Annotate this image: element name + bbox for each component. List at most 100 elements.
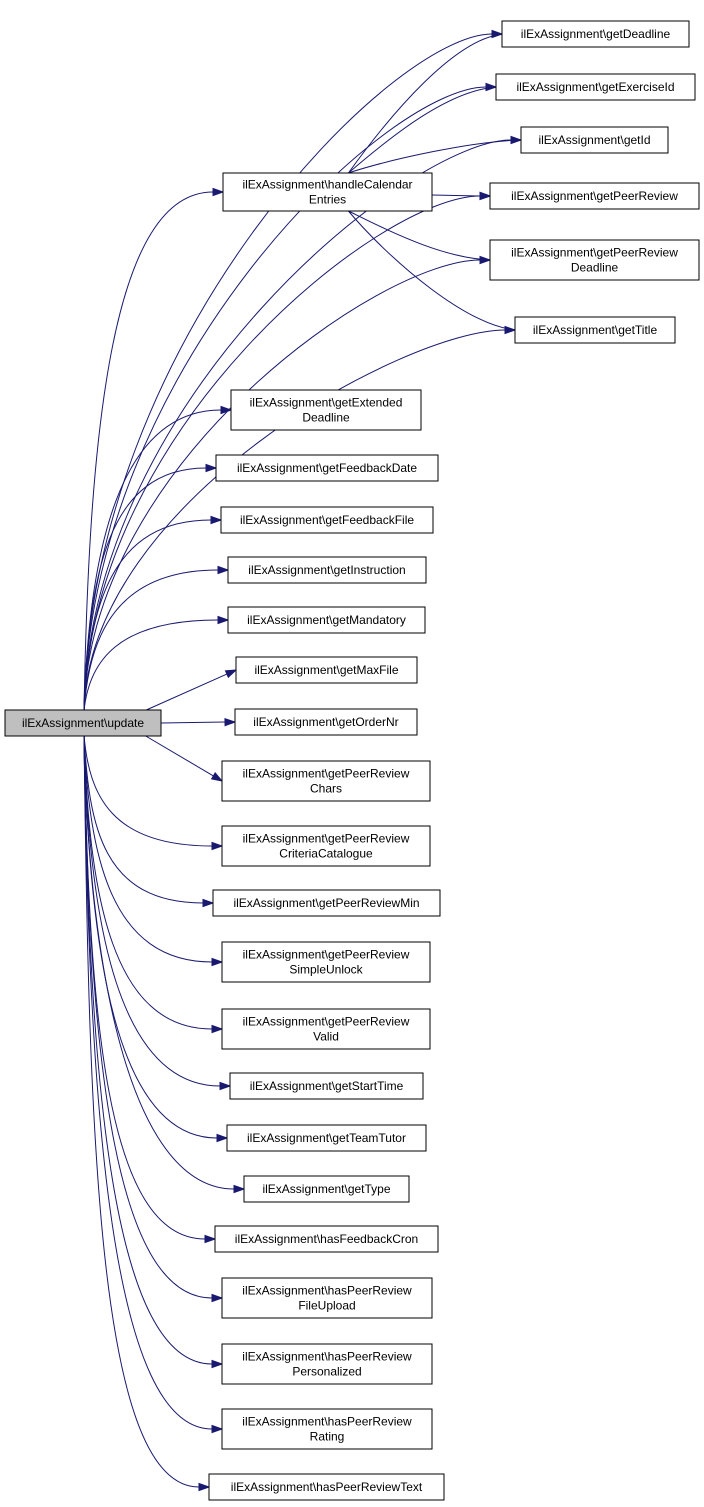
- edge-line: [83, 734, 213, 1299]
- node-get-max-file[interactable]: ilExAssignment\getMaxFile: [235, 656, 418, 684]
- node-box[interactable]: [229, 1072, 424, 1100]
- node-box[interactable]: [221, 1008, 431, 1050]
- node-get-start-time[interactable]: ilExAssignment\getStartTime: [229, 1072, 424, 1100]
- node-label: ilExAssignment\update: [22, 716, 144, 730]
- node-box[interactable]: [520, 126, 669, 154]
- node-box[interactable]: [221, 760, 431, 802]
- node-box[interactable]: [234, 708, 418, 736]
- node-has-feedback-cron[interactable]: ilExAssignment\hasFeedbackCron: [214, 1225, 439, 1253]
- node-label: Chars: [310, 782, 342, 796]
- node-box[interactable]: [221, 1343, 433, 1385]
- edge-arrowhead: [211, 1424, 224, 1434]
- node-box[interactable]: [221, 825, 431, 867]
- node-get-peer-review-criteria-catalogue[interactable]: ilExAssignment\getPeerReviewCriteriaCata…: [221, 825, 431, 867]
- node-box[interactable]: [212, 889, 441, 917]
- edge-update-to-has-feedback-cron: [83, 734, 217, 1244]
- node-box[interactable]: [215, 454, 439, 482]
- node-get-type[interactable]: ilExAssignment\getType: [243, 1175, 410, 1203]
- edge-line: [83, 734, 204, 904]
- edge-line: [83, 734, 213, 1030]
- node-label: ilExAssignment\getTitle: [533, 323, 658, 337]
- node-label: ilExAssignment\hasPeerReview: [242, 1284, 412, 1298]
- node-has-peer-review-text[interactable]: ilExAssignment\hasPeerReviewText: [208, 1473, 445, 1501]
- node-get-exercise-id[interactable]: ilExAssignment\getExerciseId: [495, 73, 696, 101]
- node-label: ilExAssignment\getMandatory: [247, 613, 406, 627]
- node-get-id[interactable]: ilExAssignment\getId: [520, 126, 669, 154]
- node-box[interactable]: [220, 506, 434, 534]
- node-label: ilExAssignment\getTeamTutor: [247, 1131, 406, 1145]
- node-box[interactable]: [222, 172, 433, 212]
- edge-line: [83, 467, 207, 712]
- edge-update-to-get-feedback-file: [83, 515, 223, 712]
- edge-arrowhead: [212, 187, 225, 197]
- node-box[interactable]: [230, 389, 422, 431]
- edge-line: [83, 619, 219, 712]
- node-get-deadline[interactable]: ilExAssignment\getDeadline: [501, 20, 690, 48]
- edge-update-to-get-team-tutor: [83, 734, 229, 1143]
- node-box[interactable]: [495, 73, 696, 101]
- node-box[interactable]: [221, 1408, 433, 1450]
- node-box[interactable]: [226, 1124, 427, 1152]
- edge-arrowhead: [479, 191, 492, 201]
- node-get-instruction[interactable]: ilExAssignment\getInstruction: [227, 556, 427, 584]
- node-get-team-tutor[interactable]: ilExAssignment\getTeamTutor: [226, 1124, 427, 1152]
- node-label: ilExAssignment\getPeerReviewMin: [233, 896, 419, 910]
- edge-line: [83, 734, 235, 1190]
- edge-update-to-has-peer-review-rating: [83, 734, 224, 1434]
- edge-arrowhead: [217, 615, 230, 625]
- edge-update-to-get-order-nr: [160, 717, 237, 727]
- node-get-mandatory[interactable]: ilExAssignment\getMandatory: [227, 606, 426, 634]
- edge-line: [83, 329, 506, 712]
- node-box[interactable]: [227, 556, 427, 584]
- node-get-order-nr[interactable]: ilExAssignment\getOrderNr: [234, 708, 418, 736]
- edge-line: [83, 734, 213, 1365]
- node-box[interactable]: [243, 1175, 410, 1203]
- node-get-feedback-date[interactable]: ilExAssignment\getFeedbackDate: [215, 454, 439, 482]
- node-label: ilExAssignment\getDeadline: [521, 27, 671, 41]
- node-box[interactable]: [489, 182, 700, 210]
- node-box[interactable]: [514, 316, 676, 344]
- node-box[interactable]: [221, 941, 431, 983]
- node-get-feedback-file[interactable]: ilExAssignment\getFeedbackFile: [220, 506, 434, 534]
- edge-handle-calendar-entries-to-get-exercise-id: [348, 82, 513, 174]
- node-box[interactable]: [227, 606, 426, 634]
- edge-update-to-get-peer-review-valid: [83, 734, 224, 1034]
- edge-line: [348, 210, 521, 331]
- node-label: Valid: [313, 1030, 339, 1044]
- edge-update-to-get-peer-review-simple-unlock: [83, 734, 224, 967]
- edge-line: [83, 195, 481, 712]
- node-label: ilExAssignment\hasPeerReview: [242, 1415, 412, 1429]
- node-get-title[interactable]: ilExAssignment\getTitle: [514, 316, 676, 344]
- node-box[interactable]: [501, 20, 690, 48]
- edge-arrowhead: [211, 1359, 224, 1369]
- node-box[interactable]: [235, 656, 418, 684]
- node-label: Rating: [310, 1430, 345, 1444]
- node-get-peer-review-min[interactable]: ilExAssignment\getPeerReviewMin: [212, 889, 441, 917]
- node-box[interactable]: [221, 1277, 433, 1319]
- edge-arrowhead: [211, 957, 224, 967]
- edge-line: [83, 734, 200, 1488]
- node-label: ilExAssignment\getMaxFile: [254, 663, 398, 677]
- node-box[interactable]: [208, 1473, 445, 1501]
- edge-arrowhead: [211, 1293, 224, 1303]
- nodes-layer: ilExAssignment\update ilExAssignment\getD…: [4, 20, 700, 1501]
- edge-handle-calendar-entries-to-get-id: [348, 135, 538, 174]
- edge-arrowhead: [211, 841, 224, 851]
- node-label: ilExAssignment\handleCalendar: [242, 178, 412, 192]
- node-update[interactable]: ilExAssignment\update: [4, 709, 162, 737]
- edge-line: [83, 519, 212, 712]
- edge-line: [83, 734, 213, 847]
- node-box[interactable]: [214, 1225, 439, 1253]
- node-get-peer-review[interactable]: ilExAssignment\getPeerReview: [489, 182, 700, 210]
- node-box[interactable]: [489, 239, 700, 281]
- node-box[interactable]: [4, 709, 162, 737]
